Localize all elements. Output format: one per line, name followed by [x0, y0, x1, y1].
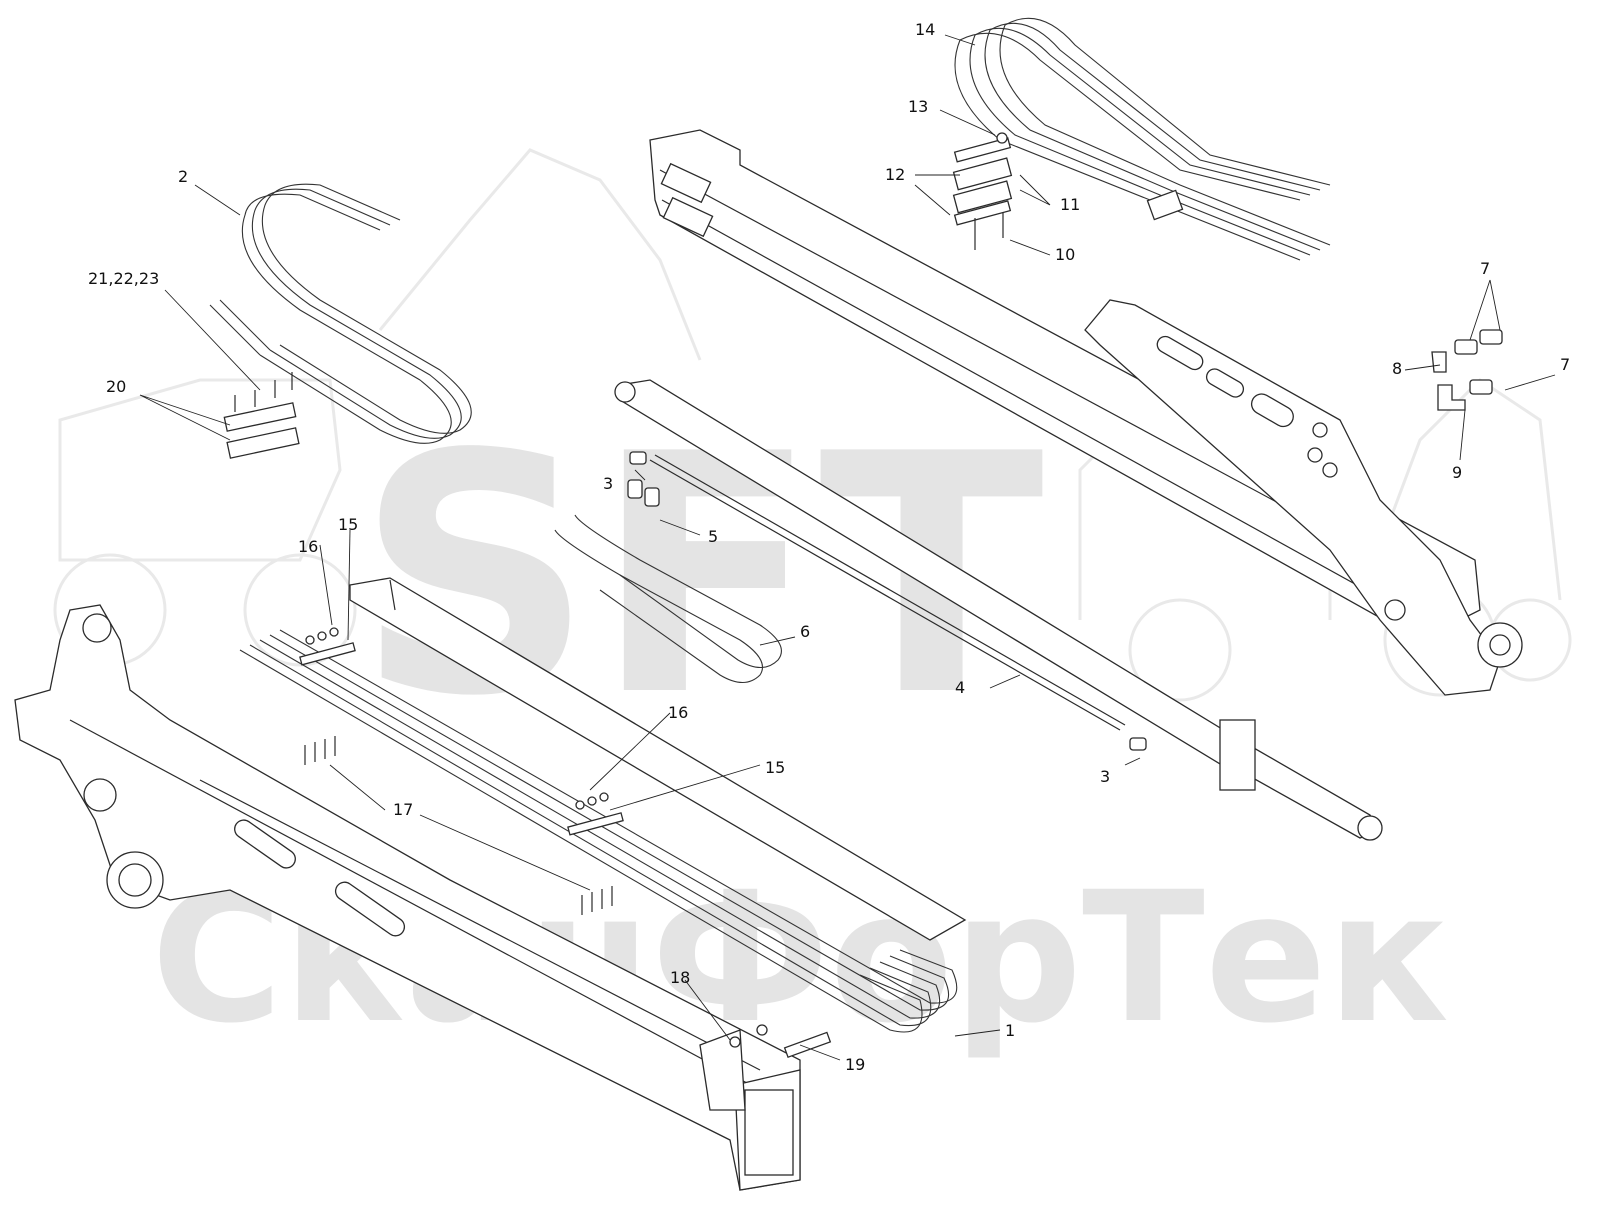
callout-21-22-23: 21,22,23	[88, 269, 159, 288]
callout-10: 10	[1055, 245, 1075, 264]
fitting-9	[1437, 384, 1466, 411]
fitting-5a	[627, 479, 643, 499]
leader-lines	[139, 34, 1556, 1061]
cylinder	[614, 379, 1383, 841]
callout-11: 11	[1060, 195, 1080, 214]
callout-9: 9	[1452, 463, 1462, 482]
fitting-7c	[1469, 379, 1493, 395]
hoses-6	[554, 514, 782, 684]
callout-4: 4	[955, 678, 965, 697]
bolts-18-19	[729, 1024, 832, 1059]
cover-plate	[349, 577, 967, 941]
clamp-plates-15-16	[299, 627, 624, 836]
callout-5: 5	[708, 527, 718, 546]
callout-1: 1	[1005, 1021, 1015, 1040]
callout-3-upper: 3	[603, 474, 613, 493]
callout-12: 12	[885, 165, 905, 184]
clamp-set-10-13	[952, 132, 1013, 250]
pipe-4	[649, 454, 1126, 731]
callout-16-lower: 16	[668, 703, 688, 722]
fitting-5b	[644, 487, 660, 507]
fitting-7b	[1479, 329, 1503, 345]
callout-labels: 1 2 3 3 4 5 6 7 7 8 9 10 11 12 13 14 15 …	[88, 20, 1570, 1074]
callout-2: 2	[178, 167, 188, 186]
callout-7-upper: 7	[1480, 259, 1490, 278]
hose-bundle-1	[239, 629, 958, 1033]
callout-3-lower: 3	[1100, 767, 1110, 786]
callout-8: 8	[1392, 359, 1402, 378]
callout-16-upper: 16	[298, 537, 318, 556]
callout-14: 14	[915, 20, 935, 39]
hose-bundle-14	[954, 17, 1331, 261]
fitting-7a	[1454, 339, 1478, 355]
callout-7-right: 7	[1560, 355, 1570, 374]
lower-boom	[14, 604, 801, 1191]
callout-13: 13	[908, 97, 928, 116]
callout-20: 20	[106, 377, 126, 396]
clamp-set-20	[223, 372, 300, 459]
fitting-3-lower	[1129, 737, 1147, 751]
callout-18: 18	[670, 968, 690, 987]
hose-bundle-2	[209, 183, 472, 444]
callout-15-upper: 15	[338, 515, 358, 534]
fittings	[627, 329, 1503, 751]
callout-19: 19	[845, 1055, 865, 1074]
callout-6: 6	[800, 622, 810, 641]
callout-15-lower: 15	[765, 758, 785, 777]
fitting-3-upper	[629, 451, 647, 465]
upper-boom	[649, 129, 1523, 696]
callout-17: 17	[393, 800, 413, 819]
bolts-17	[304, 736, 613, 915]
fitting-8	[1431, 351, 1447, 373]
